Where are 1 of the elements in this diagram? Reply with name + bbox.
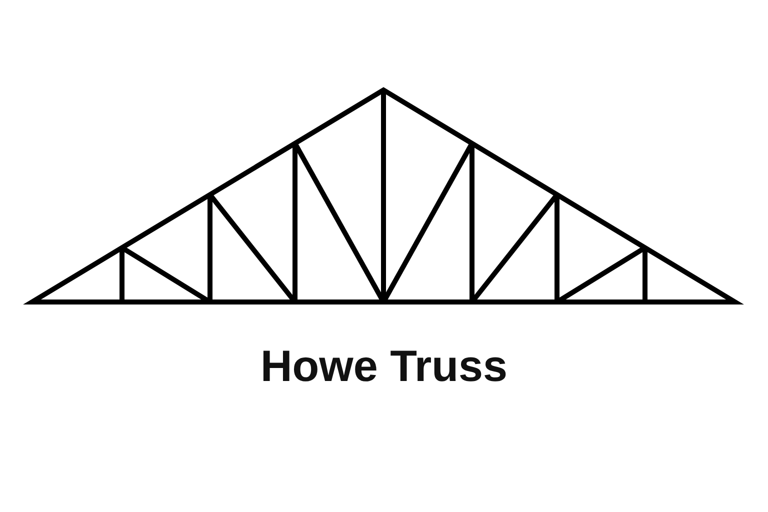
diagram-title: Howe Truss (260, 345, 508, 389)
